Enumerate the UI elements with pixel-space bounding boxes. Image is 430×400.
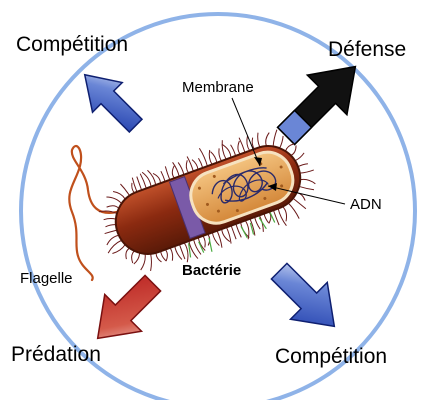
pilus xyxy=(235,223,242,238)
competition-arrow-bottom-right xyxy=(270,262,336,328)
pilus xyxy=(287,202,300,219)
label-membrane: Membrane xyxy=(182,79,254,96)
pilus xyxy=(160,170,166,182)
pilus xyxy=(160,251,167,262)
pilus xyxy=(297,163,308,168)
pilus xyxy=(172,162,180,177)
pilus xyxy=(277,208,287,227)
label-adn: ADN xyxy=(350,196,382,213)
label-competition-bottom-right: Compétition xyxy=(275,345,388,368)
predation-arrow xyxy=(96,274,162,340)
pilus xyxy=(198,147,208,167)
pilus xyxy=(230,225,237,240)
pilus xyxy=(265,132,270,147)
pilus xyxy=(104,229,118,235)
pilus xyxy=(150,253,152,272)
pilus xyxy=(272,210,280,226)
pilus xyxy=(244,220,250,240)
pilus xyxy=(221,143,232,158)
dna-strand xyxy=(211,167,277,204)
pilus xyxy=(105,224,117,228)
pilus xyxy=(183,242,189,263)
pilus xyxy=(208,149,213,165)
pilus xyxy=(300,178,316,185)
pilus xyxy=(131,177,138,193)
adn-pointer xyxy=(267,185,346,205)
pilus xyxy=(263,213,269,224)
flagellum xyxy=(68,144,119,282)
pilus xyxy=(103,217,117,221)
pilus xyxy=(211,232,220,246)
pilus xyxy=(272,129,278,147)
pilus xyxy=(238,137,246,153)
boundary-circle xyxy=(19,12,417,400)
pilus xyxy=(237,140,241,155)
pilus xyxy=(230,144,237,157)
pilus xyxy=(188,240,199,259)
pilus xyxy=(186,156,194,172)
membrane-pointer xyxy=(231,97,261,167)
pilus xyxy=(169,247,174,261)
pilus xyxy=(216,230,223,248)
pilus xyxy=(279,135,284,149)
pilus xyxy=(258,215,264,232)
pilus xyxy=(113,191,126,200)
label-flagelle: Flagelle xyxy=(20,270,73,287)
pilus xyxy=(136,176,143,191)
pilus xyxy=(120,183,130,196)
label-predation: Prédation xyxy=(11,343,101,366)
pilus xyxy=(139,173,147,189)
pilus xyxy=(179,244,186,260)
pilus xyxy=(246,135,251,152)
pilus xyxy=(191,159,199,170)
pilus xyxy=(106,234,119,246)
pilus xyxy=(299,169,314,174)
pilus xyxy=(210,151,218,163)
defense-arrow xyxy=(276,65,357,146)
pilus xyxy=(221,228,231,242)
pilus xyxy=(221,140,227,160)
pilus xyxy=(185,160,190,174)
pilus xyxy=(177,162,185,175)
pilus xyxy=(249,218,256,236)
fimbriae xyxy=(188,211,276,258)
pilus xyxy=(147,169,157,186)
pilus xyxy=(112,244,126,254)
pilus xyxy=(298,185,315,191)
pilus xyxy=(292,197,307,210)
pilus xyxy=(198,157,204,169)
pilus xyxy=(164,166,171,181)
bacterium-cell xyxy=(98,129,316,272)
pilus xyxy=(226,227,232,244)
label-bacterie: Bactérie xyxy=(182,262,242,279)
pilus xyxy=(193,239,202,255)
pilus xyxy=(254,216,261,230)
pilus xyxy=(257,132,261,148)
pilus xyxy=(98,210,118,215)
pilus xyxy=(106,196,122,204)
pilus xyxy=(197,237,206,251)
pilus xyxy=(218,148,222,162)
pilus xyxy=(282,206,288,222)
label-competition-top-left: Compétition xyxy=(16,33,129,56)
pilus xyxy=(174,246,183,260)
pilus xyxy=(107,239,122,254)
label-defense: Défense xyxy=(328,38,407,61)
competition-arrow-top-left xyxy=(83,73,144,134)
pilus xyxy=(141,171,152,187)
pilus xyxy=(285,143,295,152)
pilus xyxy=(240,222,250,238)
pilus xyxy=(140,253,146,271)
